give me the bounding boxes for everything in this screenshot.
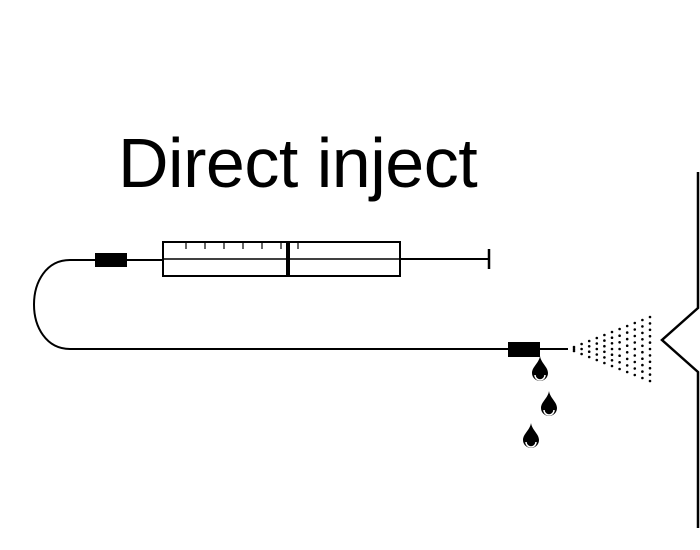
spray-dot bbox=[618, 361, 621, 364]
spray-dot bbox=[641, 338, 644, 341]
spray-dot bbox=[648, 341, 652, 344]
inlet-cone-icon bbox=[660, 172, 700, 528]
spray-dot bbox=[633, 334, 637, 338]
spray-dot bbox=[648, 379, 652, 383]
spray-dot bbox=[648, 366, 652, 370]
spray-dot bbox=[641, 344, 644, 348]
spray-dot bbox=[572, 347, 576, 351]
spray-dot bbox=[580, 342, 583, 346]
spray-dot bbox=[633, 373, 637, 377]
spray-dot bbox=[618, 347, 621, 351]
spray-dot bbox=[618, 334, 621, 338]
droplet-icon bbox=[541, 391, 557, 416]
droplet-icon bbox=[532, 356, 548, 381]
emitter-fitting bbox=[508, 342, 540, 357]
spray-dot bbox=[625, 364, 629, 367]
spray-dot bbox=[648, 328, 652, 332]
spray-dot bbox=[610, 364, 614, 368]
spray-dot bbox=[633, 347, 637, 351]
spray-dot bbox=[587, 339, 591, 343]
spray-dot bbox=[633, 341, 637, 344]
spray-dot bbox=[641, 376, 644, 380]
spray-dot bbox=[610, 359, 614, 362]
spray-dot bbox=[610, 336, 614, 340]
spray-dot bbox=[648, 354, 652, 357]
spray-dot bbox=[625, 351, 629, 354]
spray-dot bbox=[633, 360, 637, 364]
spray-dot bbox=[587, 350, 591, 354]
spray-dot bbox=[603, 356, 606, 359]
spray-dot bbox=[610, 330, 614, 334]
spray-dot bbox=[618, 367, 621, 371]
spray-dot bbox=[572, 345, 576, 349]
spray-dot bbox=[595, 347, 599, 351]
spray-dot bbox=[603, 361, 606, 365]
droplet-icon bbox=[523, 423, 539, 448]
emitter-icon bbox=[508, 342, 568, 357]
spray-dot bbox=[610, 353, 614, 357]
spray-dot bbox=[625, 337, 629, 341]
spray-dot bbox=[625, 324, 629, 328]
syringe-icon bbox=[95, 241, 491, 277]
spray-dot bbox=[641, 350, 644, 354]
spray-dot bbox=[603, 333, 606, 337]
spray-dot bbox=[603, 344, 606, 348]
spray-dot bbox=[587, 355, 591, 359]
spray-dot bbox=[633, 367, 637, 370]
spray-dot bbox=[648, 322, 652, 325]
spray-dot bbox=[625, 331, 629, 334]
spray-dot bbox=[633, 321, 637, 325]
tubing-line-icon bbox=[33, 259, 508, 350]
spray-dot bbox=[625, 344, 629, 348]
spray-dot bbox=[595, 353, 599, 356]
spray-icon bbox=[572, 315, 652, 383]
spray-dot bbox=[648, 315, 652, 319]
spray-dot bbox=[610, 347, 614, 351]
spray-dot bbox=[618, 327, 621, 331]
spray-dot bbox=[603, 339, 606, 342]
spray-dot bbox=[618, 354, 621, 358]
spray-dot bbox=[580, 352, 583, 356]
spray-dot bbox=[648, 334, 652, 338]
spray-dot bbox=[633, 328, 637, 331]
spray-dot bbox=[595, 342, 599, 345]
spray-dot bbox=[648, 373, 652, 376]
droplets-group bbox=[523, 356, 557, 448]
spray-dot bbox=[648, 347, 652, 351]
spray-dot bbox=[641, 325, 644, 328]
diagram-title: Direct inject bbox=[118, 124, 478, 202]
spray-dot bbox=[580, 347, 583, 351]
spray-dot bbox=[641, 318, 644, 322]
syringe-fitting bbox=[95, 253, 127, 267]
spray-dot bbox=[641, 357, 644, 361]
spray-dot bbox=[641, 370, 644, 373]
spray-dot bbox=[618, 341, 621, 344]
spray-dot bbox=[610, 342, 614, 345]
spray-dot bbox=[595, 336, 599, 340]
syringe-graduations bbox=[185, 242, 299, 249]
spray-dot bbox=[641, 363, 644, 367]
spray-dot bbox=[625, 370, 629, 374]
spray-dot bbox=[633, 354, 637, 357]
spray-dot bbox=[641, 331, 644, 335]
spray-dot bbox=[648, 360, 652, 364]
spray-dot bbox=[625, 357, 629, 361]
spray-dot bbox=[587, 345, 591, 348]
spray-dot bbox=[595, 358, 599, 362]
spray-dot bbox=[603, 350, 606, 354]
spray-dot bbox=[572, 349, 576, 353]
